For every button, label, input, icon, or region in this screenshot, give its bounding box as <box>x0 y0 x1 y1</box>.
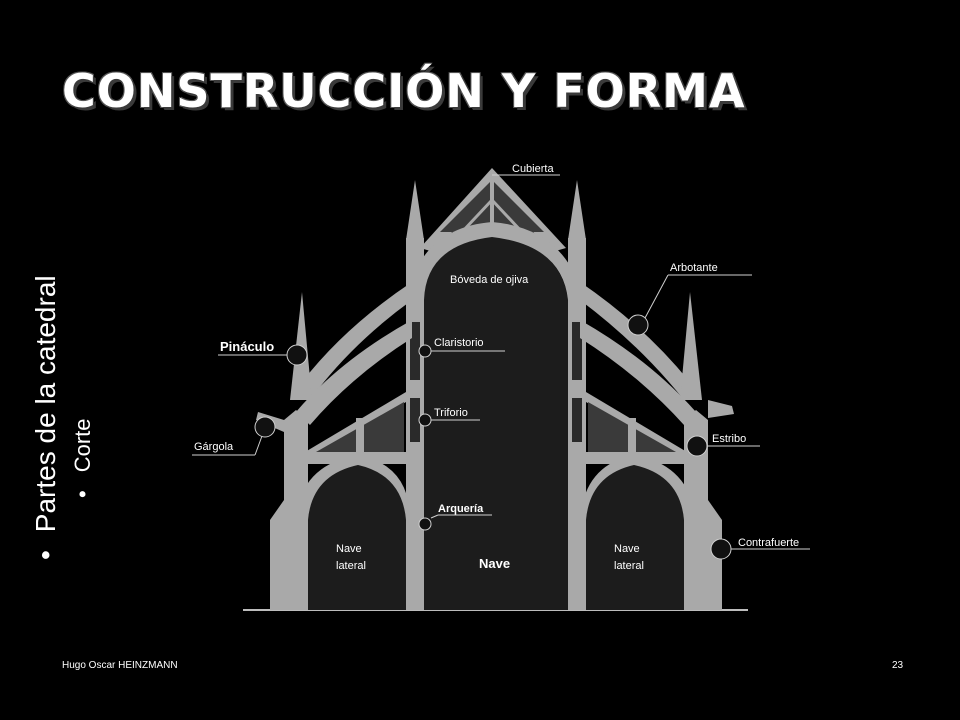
label-triforio: Triforio <box>434 407 468 419</box>
label-pinaculo: Pináculo <box>220 339 274 354</box>
aisle-roof-left <box>300 392 406 456</box>
label-boveda: Bóveda de ojiva <box>450 274 529 286</box>
label-nave-lateral-left-1: Nave <box>336 543 362 555</box>
flying-buttress-right-lower <box>580 320 696 425</box>
flying-buttress-left-lower <box>296 320 412 425</box>
right-aisle-interior <box>586 465 684 610</box>
label-contrafuerte: Contrafuerte <box>738 537 799 549</box>
flying-buttress-right <box>580 282 696 400</box>
label-nave-lateral-right-2: lateral <box>614 560 644 572</box>
left-aisle-interior <box>308 465 406 610</box>
footer-author: Hugo Oscar HEINZMANN <box>62 660 178 671</box>
label-estribo: Estribo <box>712 433 746 445</box>
page-number: 23 <box>892 660 904 671</box>
aisle-roof-right <box>586 392 692 456</box>
label-nave: Nave <box>479 556 510 571</box>
pinnacle-right-upper <box>568 180 586 240</box>
label-nave-lateral-left-2: lateral <box>336 560 366 572</box>
aisle-vault-left <box>296 455 410 520</box>
pinnacle-right-outer <box>680 292 702 400</box>
outer-buttress-right <box>684 410 722 610</box>
slide-title: CONSTRUCCIÓN Y FORMA <box>62 64 746 118</box>
label-claristorio: Claristorio <box>434 337 484 349</box>
vault-arch <box>406 222 584 300</box>
outer-buttress-left <box>270 410 308 610</box>
label-cubierta: Cubierta <box>512 163 554 175</box>
gargoyle-right <box>708 400 734 418</box>
central-nave-interior <box>424 235 568 610</box>
aisle-vault-right <box>580 455 696 520</box>
label-arqueria: Arquería <box>438 503 484 515</box>
pinnacle-left-upper <box>406 180 424 240</box>
label-arbotante: Arbotante <box>670 262 718 274</box>
label-nave-lateral-right-1: Nave <box>614 543 640 555</box>
label-gargola: Gárgola <box>194 441 234 453</box>
flying-buttress-left <box>296 282 412 400</box>
